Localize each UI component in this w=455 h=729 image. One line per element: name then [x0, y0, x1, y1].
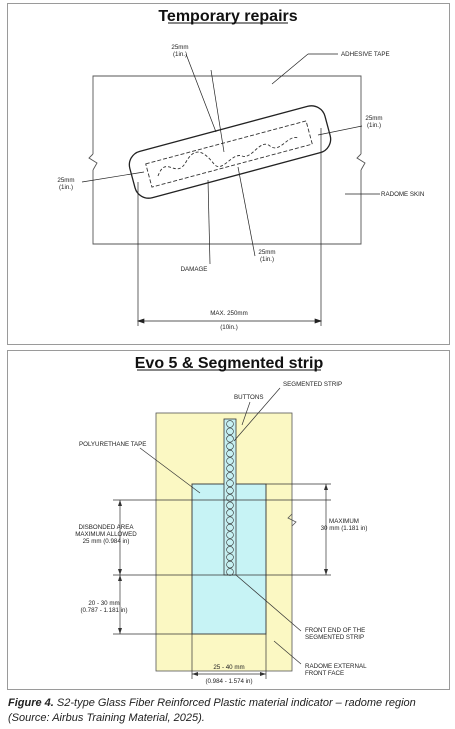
strip-button — [226, 494, 234, 502]
dim-right-line2: (1in.) — [367, 122, 381, 129]
strip-button — [226, 501, 234, 510]
front-end-line1: FRONT END OF THE — [305, 627, 365, 634]
radome-skin-outline — [88, 75, 366, 245]
segmented-strip-diagram: Evo 5 & Segmented strip — [75, 355, 368, 685]
strip-button — [226, 568, 234, 576]
dim-bottom-line2: (1in.) — [260, 256, 274, 263]
strip-button — [226, 427, 234, 436]
polyurethane-tape-label: POLYURETHANE TAPE — [79, 441, 146, 448]
segmented-strip-panel: Evo 5 & Segmented strip — [7, 350, 450, 690]
range-20-30-line2: (0.787 - 1.181 in) — [80, 607, 127, 614]
strip-button — [226, 538, 234, 547]
panel2-title: Evo 5 & Segmented strip — [135, 355, 324, 372]
disbonded-line1: DISBONDED AREA — [78, 524, 134, 531]
strip-button — [226, 472, 234, 480]
dim-top-line2: (1in.) — [173, 51, 187, 58]
strip-button — [226, 523, 234, 532]
strip-button — [226, 435, 234, 443]
range-25-40-line1: 25 - 40 mm — [213, 664, 244, 671]
figure-label: Figure 4. — [8, 697, 54, 709]
dim-top-label: 25mm — [171, 44, 188, 51]
adhesive-tape-shape — [128, 105, 332, 199]
temporary-repairs-panel: Temporary repairs 25mm (1in.) ADHESIVE T — [7, 3, 450, 345]
buttons-label: BUTTONS — [234, 394, 263, 401]
strip-button — [226, 479, 234, 487]
dim-left-line2: (1in.) — [59, 184, 73, 191]
temporary-repairs-diagram: Temporary repairs 25mm (1in.) ADHESIVE T — [57, 8, 424, 331]
dim-top-line1: 25mm — [171, 44, 188, 51]
strip-button — [226, 449, 234, 458]
maximum-line2: 30 mm (1.181 in) — [321, 525, 368, 532]
max-width-line1: MAX. 250mm — [210, 310, 247, 317]
damage-crack — [157, 137, 299, 177]
strip-button — [226, 464, 234, 473]
strip-button — [226, 516, 234, 524]
strip-button — [226, 531, 234, 539]
front-end-line2: SEGMENTED STRIP — [305, 634, 364, 641]
radome-skin-label: RADOME SKIN — [381, 191, 424, 198]
disbonded-line3: 25 mm (0.984 in) — [83, 538, 130, 545]
max-width-line2: (10in.) — [220, 324, 238, 331]
strip-buttons — [226, 420, 234, 576]
range-20-30-line1: 20 - 30 mm — [88, 600, 119, 607]
strip-button — [226, 457, 234, 465]
dim-right-line1: 25mm — [365, 115, 382, 122]
strip-button — [226, 486, 234, 495]
dim-bottom-line1: 25mm — [258, 249, 275, 256]
maximum-line1: MAXIMUM — [329, 518, 359, 525]
damage-label: DAMAGE — [181, 266, 208, 273]
strip-button — [226, 553, 234, 561]
dim-left-line1: 25mm — [57, 177, 74, 184]
disbonded-line2: MAXIMUM ALLOWED — [75, 531, 137, 538]
max-width-dimension — [136, 128, 323, 326]
segmented-strip-label: SEGMENTED STRIP — [283, 381, 342, 388]
range-25-40-line2: (0.984 - 1.574 in) — [205, 678, 252, 685]
figure-caption: Figure 4. S2-type Glass Fiber Reinforced… — [8, 696, 448, 726]
strip-button — [226, 442, 234, 450]
caption-text: S2-type Glass Fiber Reinforced Plastic m… — [8, 697, 416, 724]
radome-front-line2: FRONT FACE — [305, 670, 344, 677]
radome-front-line1: RADOME EXTERNAL — [305, 663, 367, 670]
strip-button — [226, 546, 234, 554]
strip-button — [226, 420, 234, 428]
strip-button — [226, 560, 234, 569]
adhesive-tape-label: ADHESIVE TAPE — [341, 51, 390, 58]
panel1-title: Temporary repairs — [158, 8, 297, 25]
strip-button — [226, 509, 234, 517]
